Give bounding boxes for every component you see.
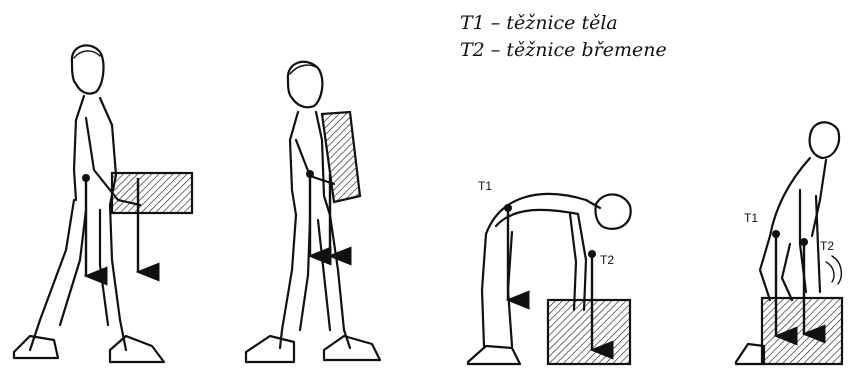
figure-squat-lift: T1 T2 <box>736 122 842 364</box>
label-t2: T2 <box>600 253 614 267</box>
box <box>112 173 192 213</box>
torso <box>486 194 600 234</box>
label-t1: T1 <box>478 179 492 193</box>
box <box>548 300 630 364</box>
head <box>288 62 323 108</box>
figure-carry-front <box>14 45 192 362</box>
legs <box>280 215 350 348</box>
head <box>810 122 839 158</box>
label-t1: T1 <box>744 211 758 225</box>
figure-carry-side <box>246 62 380 362</box>
head <box>595 194 630 228</box>
legs <box>30 200 126 350</box>
box <box>322 112 360 202</box>
label-t2: T2 <box>820 239 834 253</box>
figure-bent-lift: T1 T2 <box>468 179 631 364</box>
head <box>72 45 104 93</box>
box <box>762 298 842 364</box>
